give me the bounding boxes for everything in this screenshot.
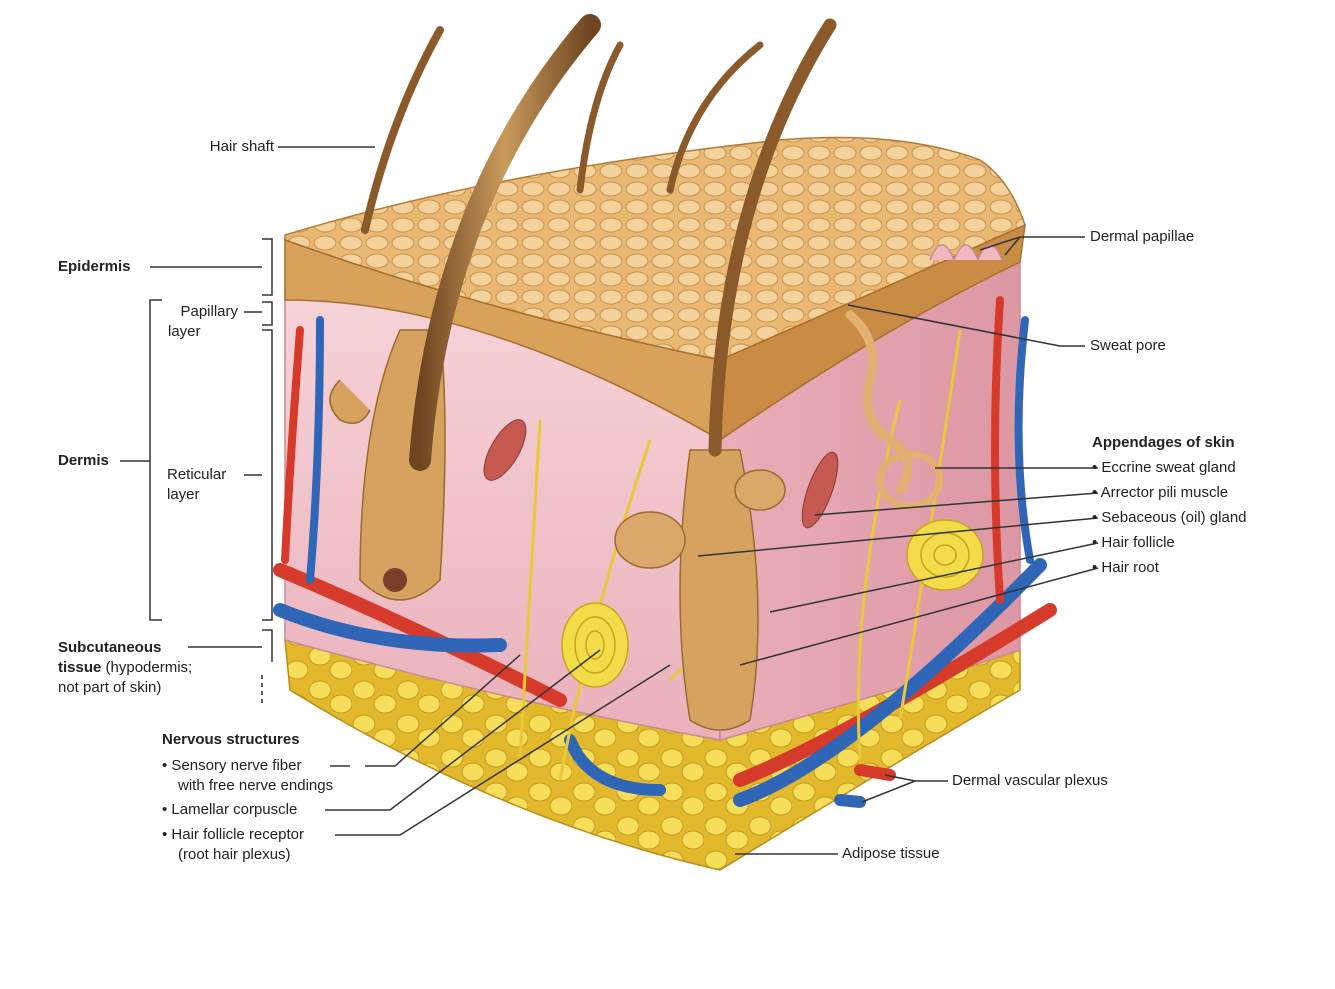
label-reticular-layer: Reticular layer xyxy=(167,465,226,505)
label-sweat-pore: Sweat pore xyxy=(1090,337,1166,354)
label-dermal-vascular-plexus: Dermal vascular plexus xyxy=(952,772,1108,789)
epidermis-top xyxy=(284,136,1026,442)
appendage-sebaceous-gland: • Sebaceous (oil) gland xyxy=(1092,509,1247,526)
label-papillary-line2: layer xyxy=(168,323,201,340)
nervous-receptor-line1: • Hair follicle receptor xyxy=(162,826,304,843)
label-reticular-line1: Reticular xyxy=(167,466,227,483)
arrector-pili-muscles xyxy=(483,419,839,529)
label-epidermis: Epidermis xyxy=(58,258,131,275)
leader-lines xyxy=(120,146,1099,855)
nervous-heading: Nervous structures xyxy=(162,731,300,748)
label-dermal-papillae: Dermal papillae xyxy=(1090,228,1195,245)
eccrine-sweat-gland xyxy=(845,310,944,510)
hair-follicle-center xyxy=(614,449,786,731)
label-hair-shaft: Hair shaft xyxy=(209,138,274,155)
label-subcutaneous-word: Subcutaneous xyxy=(58,639,162,656)
blood-vessels xyxy=(273,296,1057,808)
nervous-receptor-line2: (root hair plexus) xyxy=(178,846,291,863)
nervous-sensory-line1: • Sensory nerve fiber xyxy=(162,757,302,774)
nervous-hair-follicle-receptor: • Hair follicle receptor (root hair plex… xyxy=(162,825,304,865)
appendages-heading: Appendages of skin xyxy=(1092,434,1235,451)
appendage-arrector-pili-muscle: • Arrector pili muscle xyxy=(1092,484,1229,501)
nervous-sensory-line2: with free nerve endings xyxy=(178,777,334,794)
label-subcutaneous-tissue: Subcutaneous tissue (hypodermis; not par… xyxy=(58,638,192,698)
label-papillary-layer: Papillary layer xyxy=(120,302,238,342)
label-not-part-of-skin: not part of skin) xyxy=(58,679,162,696)
label-reticular-line2: layer xyxy=(167,486,200,503)
nervous-lamellar-corpuscle: • Lamellar corpuscle xyxy=(162,801,298,818)
appendage-hair-follicle: • Hair follicle xyxy=(1092,534,1175,551)
appendage-hair-root: • Hair root xyxy=(1092,559,1159,576)
label-tissue-word: tissue xyxy=(58,659,102,676)
label-adipose-tissue: Adipose tissue xyxy=(842,845,940,862)
label-papillary-line1: Papillary xyxy=(180,303,238,320)
appendage-eccrine-sweat-gland: • Eccrine sweat gland xyxy=(1092,459,1236,476)
label-dermis: Dermis xyxy=(58,452,109,469)
nervous-sensory-nerve-fiber: • Sensory nerve fiber with free nerve en… xyxy=(162,756,333,796)
hair-shafts xyxy=(361,14,837,471)
label-hypodermis: (hypodermis; xyxy=(101,659,193,676)
